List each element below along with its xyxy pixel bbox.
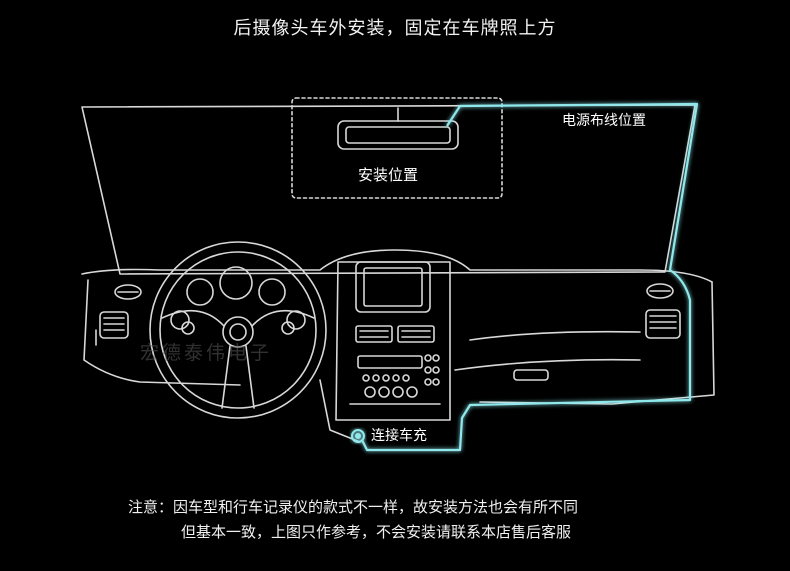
glovebox-handle	[513, 369, 549, 381]
mount-position-label: 安装位置	[358, 166, 419, 184]
windshield-outline	[81, 104, 696, 275]
infotainment-screen	[355, 261, 431, 313]
power-wire	[361, 102, 699, 452]
power-wiring-label: 电源布线位置	[562, 113, 646, 129]
right-speaker	[646, 283, 674, 299]
right-vent	[645, 309, 681, 339]
page-title: 后摄像头车外安装，固定在车牌照上方	[233, 18, 557, 39]
watermark-text: 宏德泰伟电子	[140, 342, 273, 364]
dashboard-top	[81, 249, 713, 283]
center-console	[335, 261, 451, 421]
left-vent	[99, 311, 129, 339]
mount-area-box	[291, 97, 503, 199]
car-charger-plug-icon	[351, 429, 365, 443]
note-line-2: 但基本一致，上图只作参考，不会安装请联系本店售后客服	[181, 523, 572, 541]
rear-view-mirror-icon	[337, 107, 459, 150]
left-speaker	[114, 284, 142, 300]
dashboard-body	[83, 279, 241, 386]
note-line-1: 注意：因车型和行车记录仪的款式不一样，故安装方法也会有所不同	[128, 498, 579, 516]
car-charger-label: 连接车充	[371, 428, 427, 444]
steering-wheel-icon	[149, 241, 327, 419]
